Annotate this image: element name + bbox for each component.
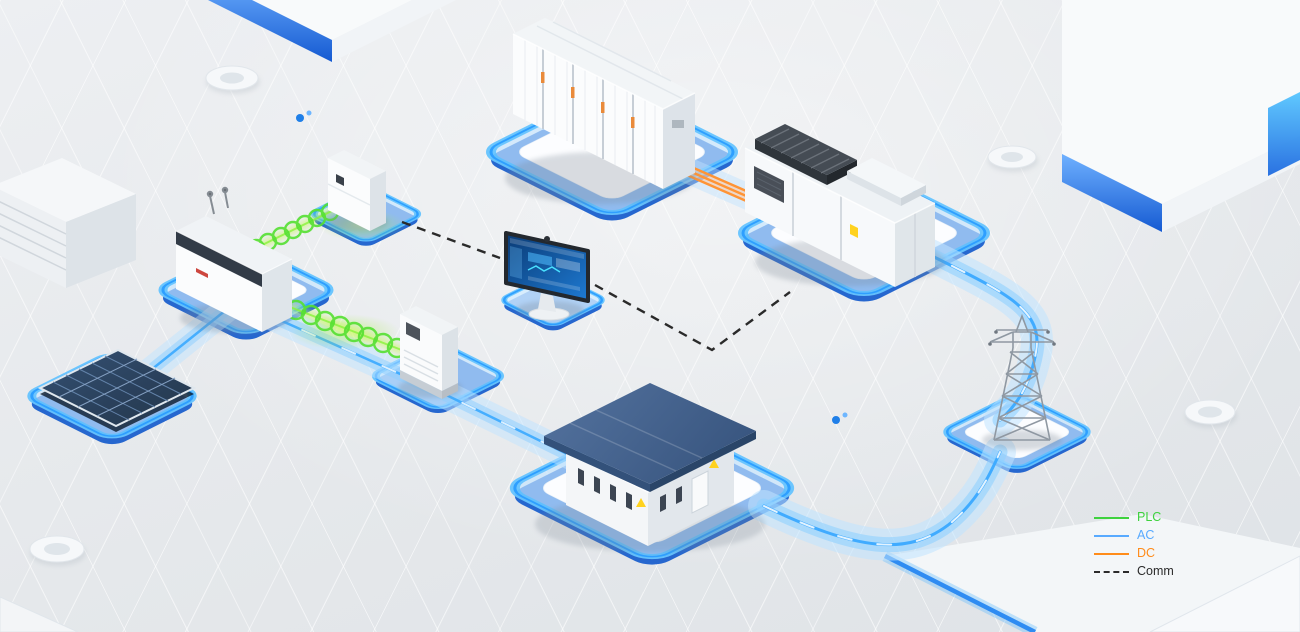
- legend-row-comm: Comm: [1094, 564, 1174, 579]
- ac-flow-pcs-to-tower: [916, 248, 1037, 420]
- monitoring-workstation: [504, 231, 590, 321]
- decor-steps-block: [0, 158, 136, 288]
- plant-building: [535, 383, 765, 552]
- building-roof: [544, 383, 756, 484]
- disc: [29, 535, 86, 566]
- pcs-warning-sticker: [850, 224, 858, 238]
- comm-cabinet1-to-monitor: [401, 220, 501, 260]
- building-windows: [578, 468, 682, 512]
- decor-slab-right: [1062, 0, 1300, 232]
- warning-sign: [636, 498, 646, 507]
- container-top: [513, 18, 695, 109]
- cabinet-display: [336, 174, 344, 186]
- dashboard-ui: [510, 238, 584, 291]
- cabinet-display: [406, 322, 420, 341]
- dc-line-swatch: [1094, 552, 1129, 555]
- inverter-top: [176, 216, 292, 274]
- legend-row-dc: DC: [1094, 546, 1174, 561]
- decor-discs: [29, 65, 1237, 566]
- decor-blue-dots: [296, 110, 848, 424]
- building-left-wall: [566, 452, 648, 546]
- battery-storage-container: [505, 18, 696, 204]
- container-end-face: [663, 93, 695, 189]
- webcam-icon: [544, 236, 550, 242]
- container-doors-face: [513, 34, 663, 189]
- comm-cabinet-small: [327, 150, 388, 231]
- legend-label-plc: PLC: [1137, 510, 1162, 524]
- pcs-grille-top: [755, 124, 857, 175]
- legend: PLC AC DC Comm: [1094, 510, 1174, 579]
- building-right-wall: [648, 450, 734, 546]
- legend-label-dc: DC: [1137, 546, 1156, 560]
- decor-slab-bottom-right: [882, 514, 1300, 632]
- disc: [987, 145, 1038, 172]
- legend-row-ac: AC: [1094, 528, 1174, 543]
- comm-lines: [401, 220, 791, 352]
- building-door: [691, 470, 709, 514]
- legend-label-ac: AC: [1137, 528, 1155, 542]
- power-conversion-unit: [744, 124, 945, 287]
- solar-panel: [37, 348, 197, 432]
- decor-slab-bottom-left: [0, 596, 79, 632]
- string-inverter: [175, 186, 293, 333]
- plc-coil-inverter-to-cabinet2: [271, 293, 423, 365]
- disc: [1184, 399, 1237, 428]
- inverter-side: [262, 259, 292, 332]
- decor-ramp-top: [208, 0, 456, 62]
- monitor-stand: [538, 293, 556, 312]
- inverter-front: [176, 231, 262, 332]
- warning-sign: [709, 459, 719, 468]
- container-door-handles: [541, 72, 635, 128]
- battery-cabinet-small: [398, 306, 462, 399]
- legend-row-plc: PLC: [1094, 510, 1174, 525]
- disc: [205, 65, 260, 94]
- ac-flow-building-to-tower: [764, 452, 1000, 545]
- comm-monitor-to-pcs: [594, 283, 791, 352]
- ac-line-swatch: [1094, 534, 1129, 537]
- inverter-antenna: [206, 186, 229, 215]
- monitor-screen: [504, 231, 590, 303]
- legend-label-comm: Comm: [1137, 564, 1174, 578]
- inverter-top-stripe: [176, 231, 262, 287]
- plc-line-swatch: [1094, 516, 1129, 519]
- inverter-logo: [196, 268, 208, 278]
- transmission-tower: [982, 313, 1062, 450]
- comm-line-swatch: [1094, 570, 1129, 573]
